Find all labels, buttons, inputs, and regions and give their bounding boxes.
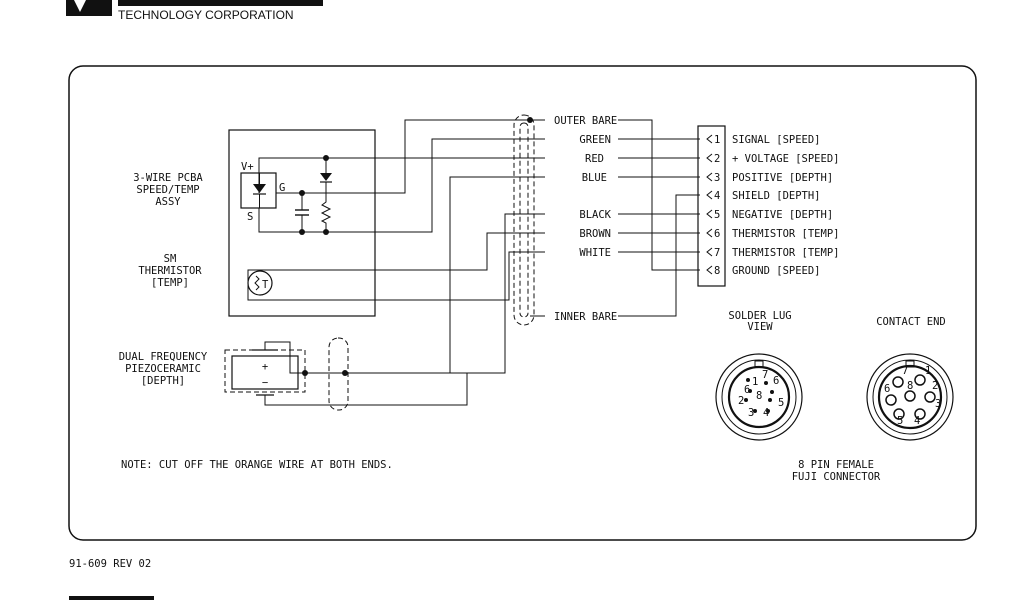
svg-text:2: 2 — [738, 395, 744, 407]
svg-text:SIGNAL [SPEED]: SIGNAL [SPEED] — [732, 134, 821, 146]
svg-text:THERMISTOR [TEMP]: THERMISTOR [TEMP] — [732, 247, 839, 259]
svg-text:POSITIVE [DEPTH]: POSITIVE [DEPTH] — [732, 172, 833, 184]
svg-text:8: 8 — [907, 380, 913, 392]
svg-text:[DEPTH]: [DEPTH] — [141, 375, 185, 387]
svg-text:NEGATIVE [DEPTH]: NEGATIVE [DEPTH] — [732, 209, 833, 221]
diagram-frame — [68, 65, 977, 541]
company-tagline: TECHNOLOGY CORPORATION — [118, 8, 294, 22]
pin-arrows — [706, 134, 713, 275]
svg-text:DUAL FREQUENCY: DUAL FREQUENCY — [119, 351, 208, 363]
svg-text:4: 4 — [914, 415, 920, 427]
svg-text:7: 7 — [714, 247, 720, 259]
svg-text:+ VOLTAGE [SPEED]: + VOLTAGE [SPEED] — [732, 153, 839, 165]
wiring-lines — [247, 119, 700, 406]
s-label: S — [247, 211, 253, 223]
thermistor-symbol — [247, 270, 273, 296]
svg-text:7: 7 — [902, 365, 908, 377]
resistor-symbol — [320, 198, 332, 226]
contact-end-connector — [866, 353, 954, 441]
doc-number: 91-609 REV 02 — [69, 558, 151, 570]
company-logo — [66, 0, 323, 16]
svg-text:8: 8 — [714, 265, 720, 277]
svg-text:FUJI CONNECTOR: FUJI CONNECTOR — [792, 471, 881, 483]
svg-text:4: 4 — [763, 407, 769, 419]
svg-text:5: 5 — [897, 415, 903, 427]
svg-text:4: 4 — [714, 190, 720, 202]
vplus-label: V+ — [241, 161, 254, 173]
svg-text:8: 8 — [756, 390, 762, 402]
svg-text:6: 6 — [744, 384, 750, 396]
wire-label-black: BLACK — [579, 209, 611, 221]
svg-text:GROUND [SPEED]: GROUND [SPEED] — [732, 265, 821, 277]
wire-label-inner-bare: INNER BARE — [554, 311, 617, 323]
svg-text:8 PIN FEMALE: 8 PIN FEMALE — [798, 459, 874, 471]
svg-text:2: 2 — [714, 153, 720, 165]
fuji-connector-label: 8 PIN FEMALE FUJI CONNECTOR — [792, 459, 881, 483]
wire-label-green: GREEN — [579, 134, 611, 146]
piezo-plus: + — [262, 361, 268, 373]
svg-text:THERMISTOR: THERMISTOR — [138, 265, 202, 277]
svg-text:2: 2 — [932, 380, 938, 392]
svg-text:3: 3 — [714, 172, 720, 184]
pcba-box — [228, 129, 376, 317]
junction-dots — [299, 117, 533, 376]
svg-text:SHIELD [DEPTH]: SHIELD [DEPTH] — [732, 190, 821, 202]
thermistor-t-label: T — [262, 279, 269, 291]
wire-label-outer-bare: OUTER BARE — [554, 115, 617, 127]
solder-lug-pins: 1 7 6 8 6 2 5 3 4 — [738, 369, 784, 419]
cable-shield — [328, 114, 535, 411]
diode-symbol — [320, 173, 332, 183]
solder-lug-view-label: SOLDER LUG VIEW — [728, 310, 791, 333]
note-text: NOTE: CUT OFF THE ORANGE WIRE AT BOTH EN… — [121, 459, 393, 471]
svg-text:PIEZOCERAMIC: PIEZOCERAMIC — [125, 363, 201, 375]
svg-text:VIEW: VIEW — [747, 321, 773, 333]
svg-text:THERMISTOR [TEMP]: THERMISTOR [TEMP] — [732, 228, 839, 240]
pcba-label: 3-WIRE PCBA SPEED/TEMP ASSY — [133, 172, 203, 208]
svg-text:5: 5 — [714, 209, 720, 221]
capacitor-symbol — [295, 209, 309, 216]
wire-label-white: WHITE — [579, 247, 611, 259]
svg-text:SOLDER LUG: SOLDER LUG — [728, 310, 791, 322]
svg-text:1: 1 — [752, 376, 758, 388]
svg-text:3-WIRE PCBA: 3-WIRE PCBA — [133, 172, 203, 184]
svg-text:SM: SM — [164, 253, 177, 265]
svg-text:5: 5 — [778, 397, 784, 409]
svg-text:6: 6 — [884, 383, 890, 395]
svg-text:6: 6 — [714, 228, 720, 240]
svg-text:6: 6 — [773, 375, 779, 387]
piezo-label: DUAL FREQUENCY PIEZOCERAMIC [DEPTH] — [119, 351, 208, 387]
wire-label-blue: BLUE — [582, 172, 607, 184]
svg-text:3: 3 — [748, 407, 754, 419]
pin-labels: SIGNAL [SPEED] + VOLTAGE [SPEED] POSITIV… — [732, 134, 839, 277]
g-label: G — [279, 182, 285, 194]
svg-text:[TEMP]: [TEMP] — [151, 277, 189, 289]
svg-text:1: 1 — [714, 134, 720, 146]
svg-text:ASSY: ASSY — [155, 196, 181, 208]
piezo-minus: − — [262, 377, 268, 389]
thermistor-label: SM THERMISTOR [TEMP] — [138, 253, 202, 289]
svg-text:7: 7 — [762, 369, 768, 381]
pin-numbers: 1 2 3 4 5 6 7 8 — [714, 134, 720, 277]
solder-lug-connector — [715, 353, 803, 441]
contact-end-label: CONTACT END — [876, 316, 946, 328]
wire-label-red: RED — [585, 153, 604, 165]
svg-text:3: 3 — [935, 398, 941, 410]
svg-text:1: 1 — [925, 365, 931, 377]
svg-text:SPEED/TEMP: SPEED/TEMP — [136, 184, 199, 196]
connector-pin-box — [697, 125, 726, 287]
wire-label-brown: BROWN — [579, 228, 611, 240]
cropped-footer-text — [69, 596, 154, 600]
contact-end-pins: 7 1 6 8 2 3 5 4 — [884, 365, 941, 427]
